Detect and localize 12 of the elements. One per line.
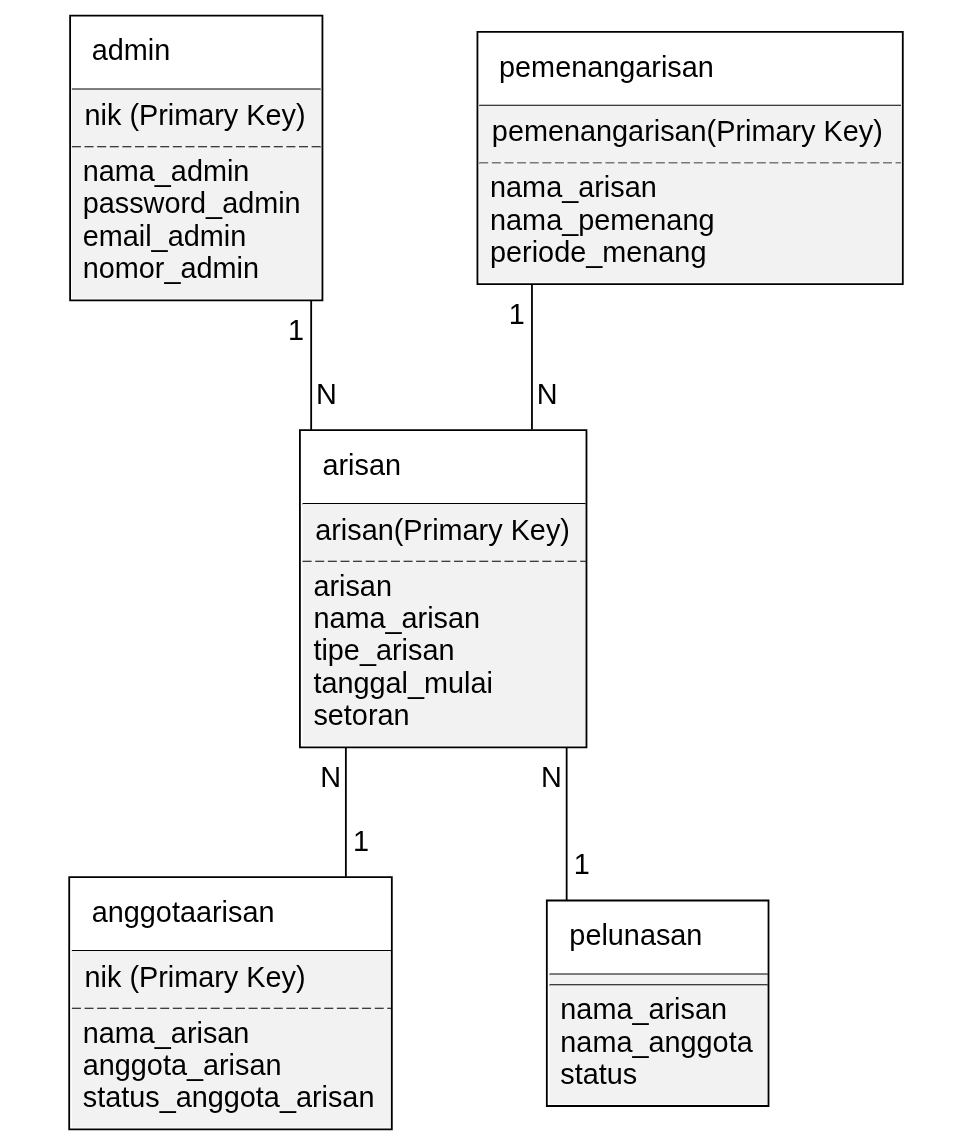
connector xyxy=(565,746,568,902)
connector xyxy=(344,746,347,878)
label: 1 xyxy=(287,314,304,347)
label: N xyxy=(319,761,341,794)
label: 1 xyxy=(573,848,590,881)
label: N xyxy=(536,377,558,410)
label: N xyxy=(540,761,562,794)
connector xyxy=(530,283,533,431)
connector xyxy=(309,299,312,431)
label: 1 xyxy=(352,824,369,857)
label: N xyxy=(315,378,337,411)
label: 1 xyxy=(508,297,525,330)
